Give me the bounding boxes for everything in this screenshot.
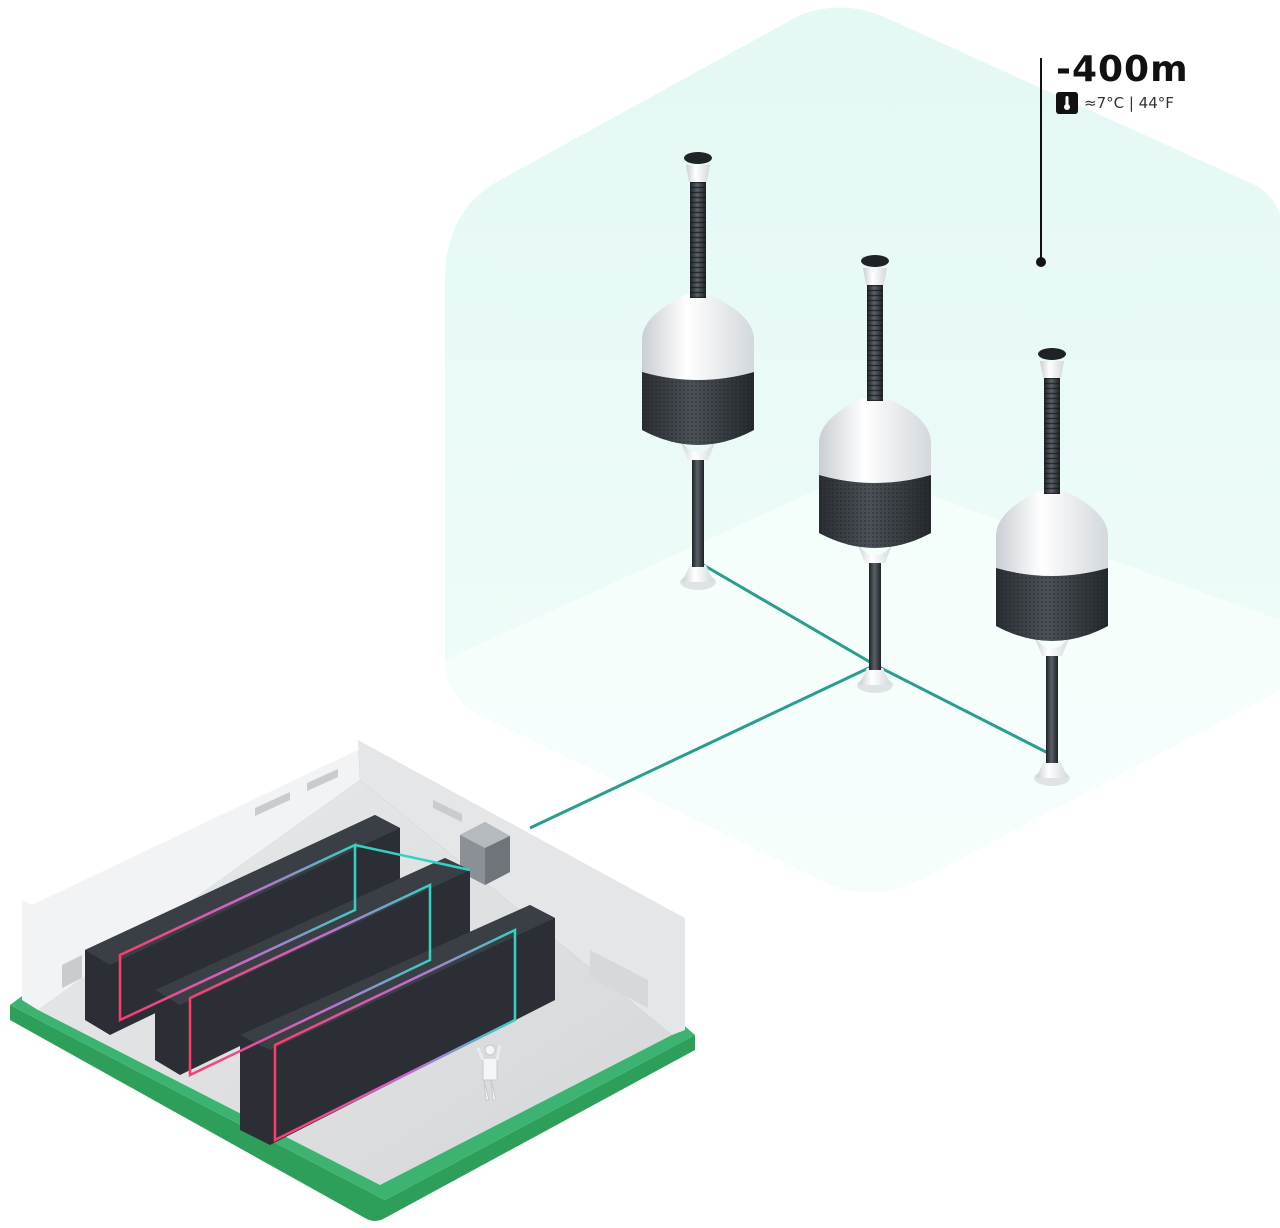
coolant-loops — [118, 843, 517, 1143]
ground-base — [10, 1005, 695, 1221]
depth-indicator-dot — [1036, 257, 1046, 267]
wall-vents — [62, 769, 648, 1008]
depth-value: -400m — [1056, 49, 1189, 90]
technician-figure — [476, 1044, 502, 1101]
server-row-1 — [85, 815, 400, 1035]
datacenter-building — [10, 740, 695, 1221]
cooling-unit-3 — [996, 348, 1108, 786]
thermometer-icon — [1056, 92, 1078, 114]
temperature-text: ≈7°C | 44°F — [1084, 94, 1174, 112]
coolant-pipes — [529, 561, 1053, 830]
cooling-unit-2 — [819, 255, 931, 693]
server-row-2 — [155, 858, 470, 1075]
depth-label: -400m ≈7°C | 44°F — [1056, 50, 1189, 114]
heat-exchanger-unit — [460, 822, 510, 885]
temperature-row: ≈7°C | 44°F — [1056, 92, 1189, 114]
cooling-unit-1 — [642, 152, 754, 590]
